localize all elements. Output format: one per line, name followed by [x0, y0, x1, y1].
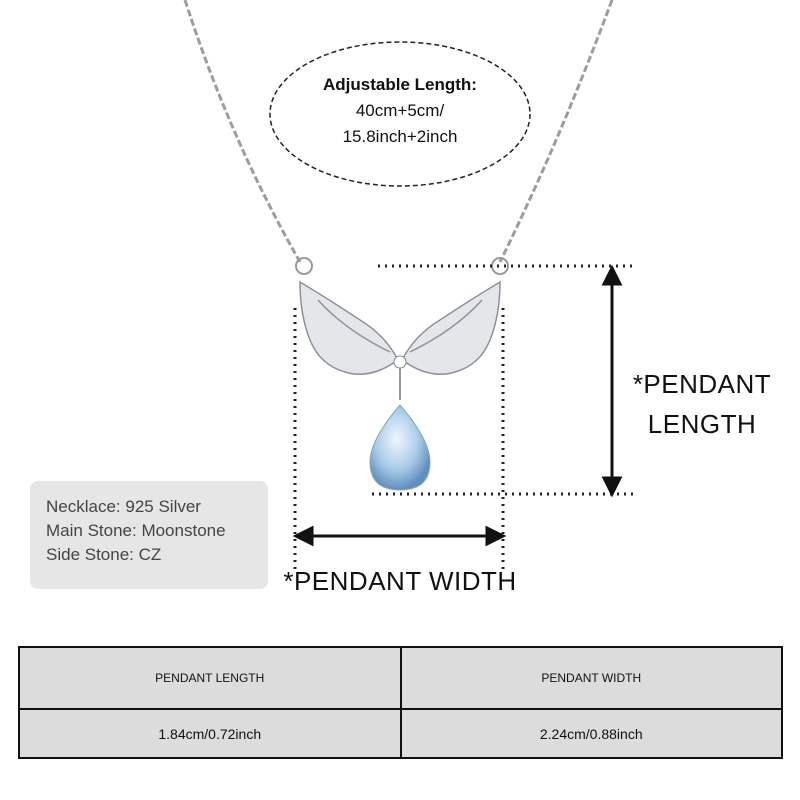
- dashed-oval: [269, 41, 531, 187]
- cz-stone: [393, 355, 407, 369]
- pendant-length-label-line1: *PENDANT: [632, 369, 772, 399]
- header-pendant-width: PENDANT WIDTH: [399, 646, 783, 710]
- value-pendant-length: 1.84cm/0.72inch: [18, 708, 402, 759]
- table-header-row: PENDANT LENGTH PENDANT WIDTH: [18, 646, 783, 710]
- spec-main-stone: Main Stone: Moonstone: [46, 521, 226, 540]
- length-note-inch: 15.8inch+2inch: [342, 127, 458, 146]
- jump-ring-left: [295, 257, 313, 275]
- value-pendant-width: 2.24cm/0.88inch: [399, 708, 783, 759]
- header-pendant-length: PENDANT LENGTH: [18, 646, 402, 710]
- chain: [183, 0, 614, 263]
- dimensions-table: PENDANT LENGTH PENDANT WIDTH 1.84cm/0.72…: [18, 646, 783, 759]
- pendant-width-label: *PENDANT WIDTH: [283, 566, 517, 596]
- dotted-guides: [293, 264, 636, 570]
- adjustable-length-note: Adjustable Length: 40cm+5cm/ 15.8inch+2i…: [270, 72, 530, 150]
- spec-necklace: Necklace: 925 Silver: [46, 497, 201, 516]
- pendant-length-label: *PENDANT LENGTH: [612, 364, 792, 444]
- spec-side-stone: Side Stone: CZ: [46, 545, 162, 564]
- dimension-arrows: [292, 264, 623, 547]
- length-note-title: Adjustable Length:: [323, 75, 477, 94]
- moonstone-icon: [369, 404, 431, 491]
- pendant-length-label-line2: LENGTH: [647, 409, 757, 439]
- wings: [299, 280, 501, 375]
- table-row: 1.84cm/0.72inch 2.24cm/0.88inch: [18, 708, 783, 759]
- length-note-cm: 40cm+5cm/: [355, 101, 445, 120]
- material-specs: Necklace: 925 Silver Main Stone: Moonsto…: [30, 481, 268, 589]
